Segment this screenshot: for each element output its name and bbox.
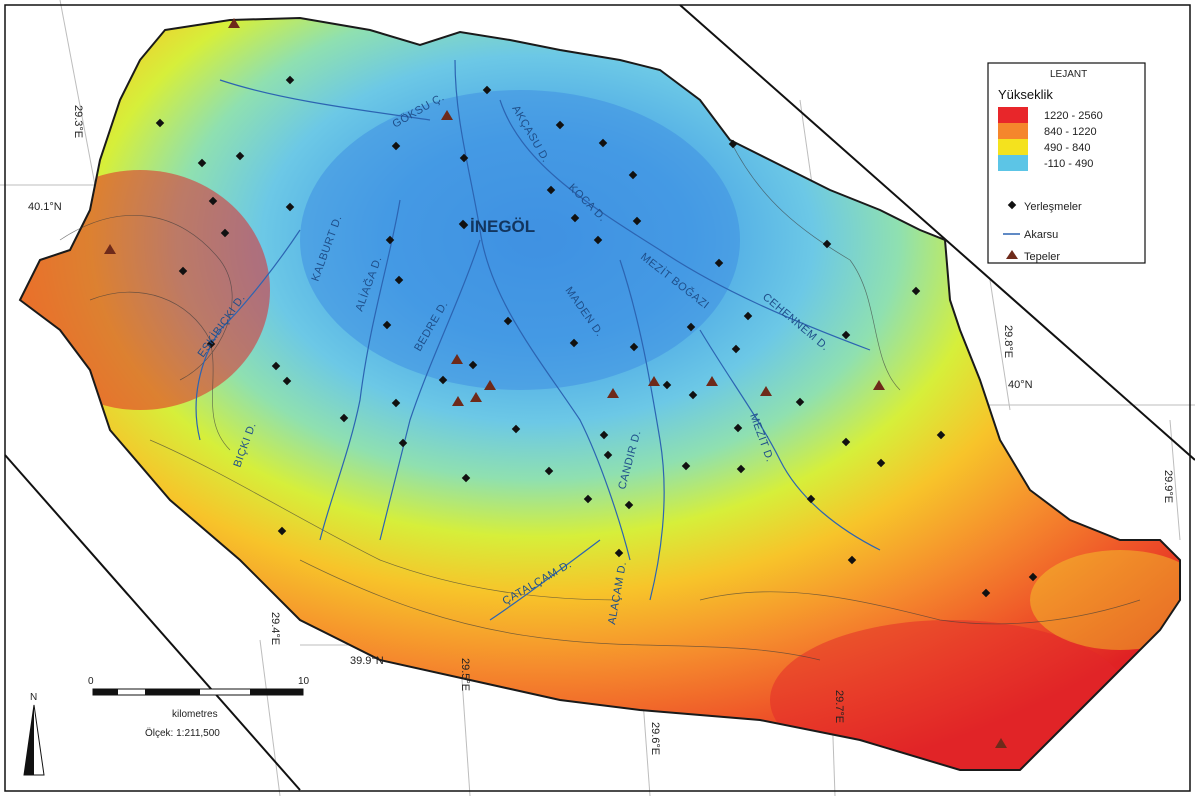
- city-label-inegol: İNEGÖL: [470, 217, 535, 236]
- coord-40n: 40°N: [1008, 379, 1033, 391]
- coord-29-6e: 29.6°E: [649, 722, 661, 755]
- coord-40-1n: 40.1°N: [28, 201, 62, 213]
- coord-29-4e: 29.4°E: [269, 612, 281, 645]
- scale-end: 10: [298, 676, 310, 687]
- coord-39-9n: 39.9°N: [350, 655, 384, 667]
- coord-29-5e: 29.5°E: [459, 658, 471, 691]
- legend-label-settlements: Yerleşmeler: [1024, 201, 1082, 213]
- legend-label-river: Akarsu: [1024, 229, 1058, 241]
- legend-swatch-1: [998, 107, 1028, 123]
- hills: [104, 18, 1007, 748]
- triangle-icon: [1006, 250, 1018, 259]
- legend-title: LEJANT: [1050, 69, 1087, 80]
- scale-unit: kilometres: [172, 709, 218, 720]
- legend-label-hills: Tepeler: [1024, 251, 1060, 263]
- legend-subtitle: Yükseklik: [998, 87, 1053, 102]
- contour-lines: [59, 139, 1141, 661]
- city-marker: [458, 219, 468, 229]
- coord-29-9e: 29.9°E: [1162, 470, 1174, 503]
- legend-range-3: 490 - 840: [1044, 142, 1090, 154]
- frame-lines: [4, 4, 1195, 792]
- north-label: N: [30, 692, 37, 703]
- legend-swatch-3: [998, 139, 1028, 155]
- coord-29-8e: 29.8°E: [1002, 325, 1014, 358]
- legend: LEJANT Yükseklik 1220 - 2560 840 - 1220 …: [987, 62, 1146, 264]
- rivers: [195, 59, 881, 621]
- legend-range-4: -110 - 490: [1044, 158, 1093, 170]
- scale-start: 0: [88, 676, 94, 687]
- legend-range-2: 840 - 1220: [1044, 126, 1097, 138]
- scale-bar: 0 10 kilometres Ölçek: 1:211,500: [88, 676, 310, 739]
- north-arrow-icon: [24, 705, 34, 775]
- legend-range-1: 1220 - 2560: [1044, 110, 1103, 122]
- north-arrow: N: [23, 692, 45, 776]
- coord-29-7e: 29.7°E: [833, 690, 845, 723]
- coord-29-3e: 29.3°E: [72, 105, 84, 138]
- legend-swatch-2: [998, 123, 1028, 139]
- legend-swatch-4: [998, 155, 1028, 171]
- scale-ratio: Ölçek: 1:211,500: [145, 727, 220, 739]
